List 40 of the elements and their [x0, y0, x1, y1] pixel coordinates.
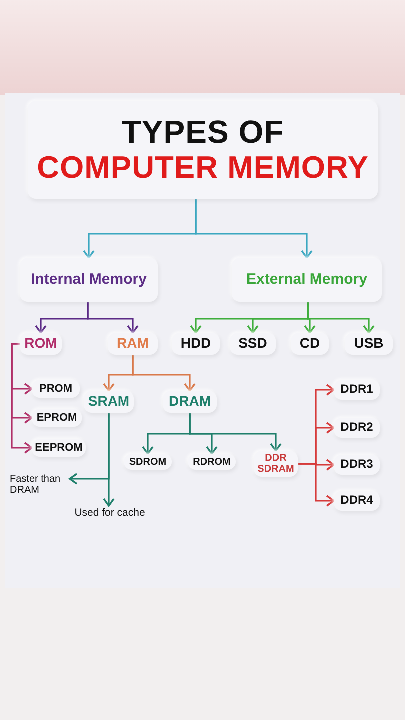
node-label: RDROM	[193, 456, 231, 468]
memory-type-card	[334, 455, 380, 475]
node-label: DDR1	[340, 383, 374, 397]
node-label: SDROM	[129, 456, 167, 468]
memory-type-card	[32, 409, 82, 427]
title-text: TYPES OF	[122, 115, 284, 151]
arrow	[87, 302, 139, 334]
node-label: CD	[300, 336, 320, 352]
node-label: DDR2	[340, 421, 374, 435]
node-label: SRAM	[88, 394, 130, 410]
memory-type-card	[334, 380, 380, 400]
node-label: USB	[354, 336, 384, 352]
arrow	[11, 343, 33, 454]
node-label: DRAM	[169, 394, 211, 410]
node-label: EPROM	[36, 412, 78, 424]
node-label: Internal Memory	[31, 272, 147, 288]
node-label: DDR4	[340, 494, 374, 508]
node-label: DDR3	[340, 458, 374, 472]
memory-type-card	[334, 491, 380, 511]
memory-type-card	[334, 418, 380, 438]
arrow	[132, 355, 196, 392]
node-label: EEPROM	[35, 442, 83, 454]
note-text: Faster than DRAM	[10, 474, 62, 496]
memory-type-card	[32, 439, 86, 457]
node-label: PROM	[40, 382, 72, 396]
memory-type-card	[84, 391, 134, 413]
node-label: RAM	[117, 336, 149, 352]
arrow	[103, 413, 115, 507]
arrow	[189, 413, 282, 452]
arrow	[298, 463, 335, 507]
node-label: External Memory	[246, 272, 368, 288]
arrow	[195, 199, 313, 259]
subtitle-text: COMPUTER MEMORY	[37, 150, 369, 185]
node-label: DDR SDRAM	[256, 453, 296, 475]
arrow	[307, 302, 375, 334]
node-label: SSD	[238, 336, 268, 352]
memory-type-card	[32, 380, 80, 398]
note-text: Used for cache	[74, 508, 146, 520]
node-label: ROM	[24, 336, 58, 352]
node-label: HDD	[180, 336, 212, 352]
